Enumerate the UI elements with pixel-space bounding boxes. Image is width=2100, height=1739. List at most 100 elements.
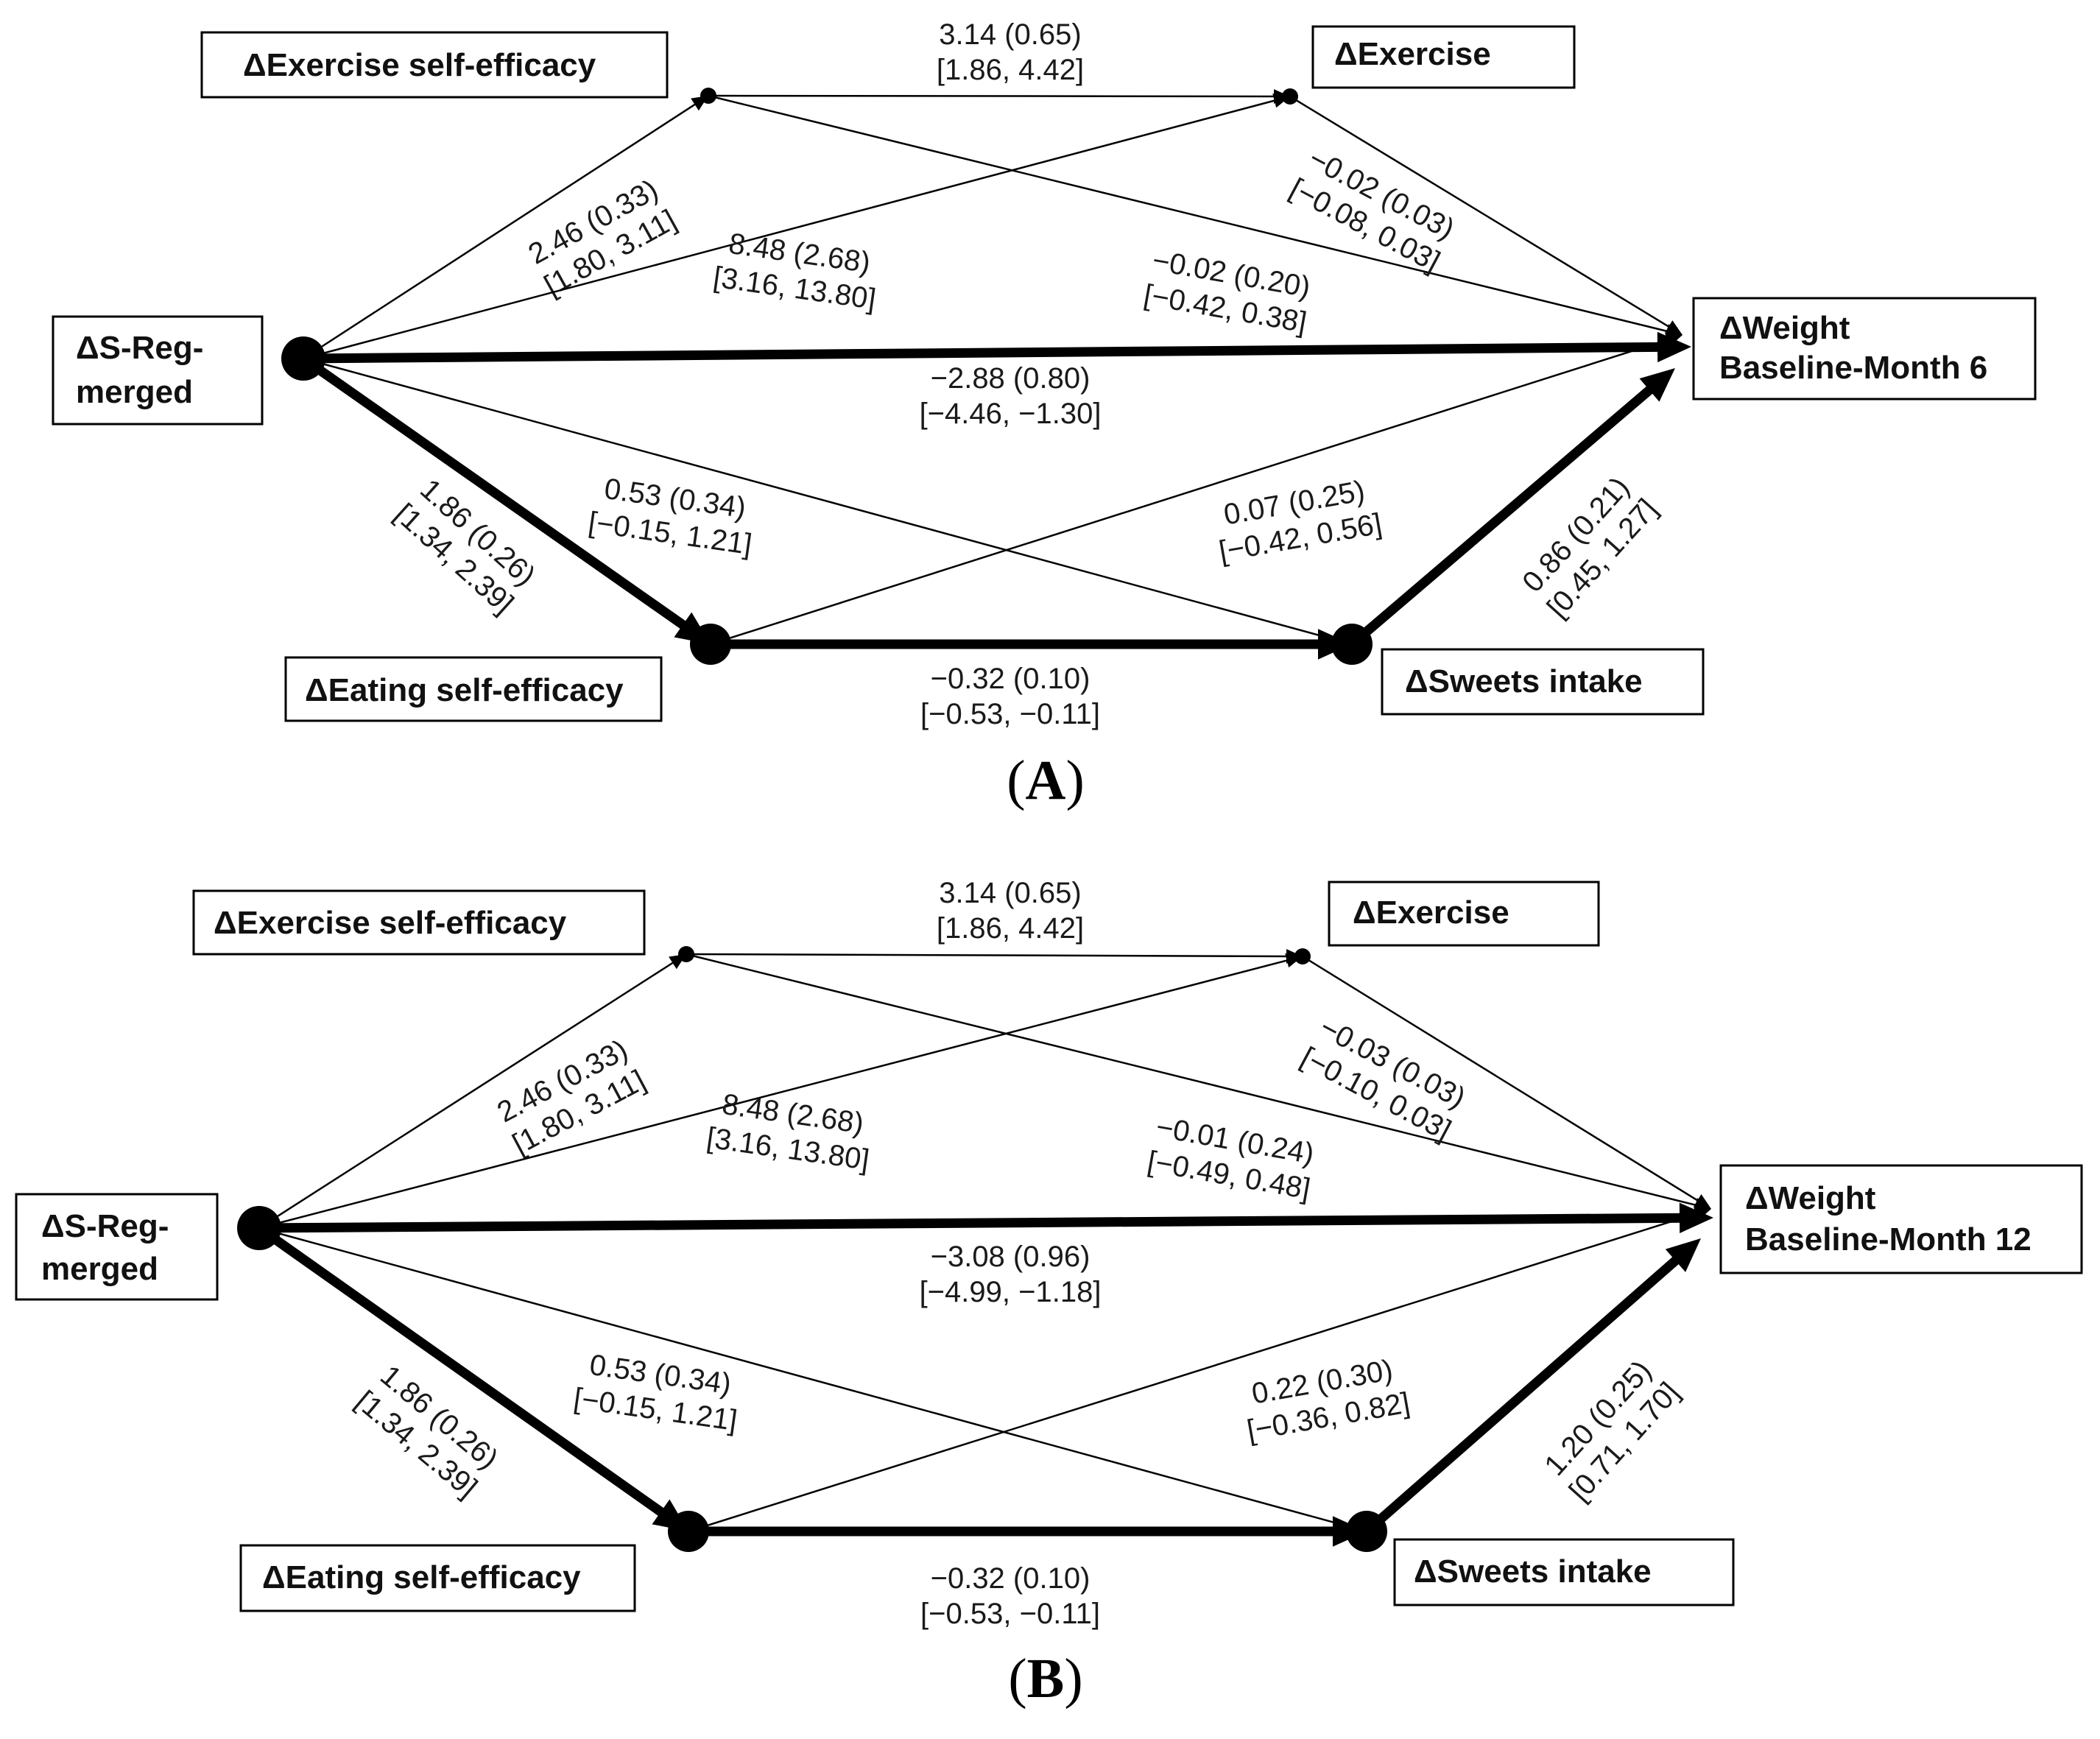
- path-arrow-eatse-to-weight: [688, 1210, 1702, 1533]
- path-label-sreg-to-eatse: 1.86 (0.26)[1.34, 2.39]: [350, 1359, 504, 1504]
- path-arrow-exse-to-ex: [686, 953, 1293, 958]
- node-label: ΔWeight: [1745, 1180, 1876, 1216]
- node-label: ΔSweets intake: [1405, 663, 1643, 699]
- path-label-exse-to-ex: 3.14 (0.65)[1.86, 4.42]: [937, 877, 1084, 945]
- arrowhead-ex-to-weight: [1694, 1194, 1711, 1209]
- path-confidence-interval: [1.86, 4.42]: [937, 912, 1084, 945]
- node-label: ΔExercise: [1334, 36, 1491, 72]
- arrowhead-ex-to-weight: [1665, 320, 1683, 335]
- path-arrow-sreg-to-ex: [258, 958, 1294, 1230]
- path-arrow-sreg-to-eatse: [256, 1224, 675, 1524]
- node-dot-exse: [678, 946, 694, 962]
- node-dot-ex: [1294, 948, 1311, 964]
- node-dot-exse: [700, 88, 716, 104]
- arrowhead-sreg-to-weight: [1679, 1202, 1713, 1234]
- panel-b: 2.46 (0.33)[1.80, 3.11] 8.48 (2.68)[3.16,…: [15, 877, 2083, 1710]
- node-box-sreg: ΔS-Reg-merged: [15, 1193, 219, 1301]
- path-coefficient: 3.14 (0.65): [939, 877, 1081, 909]
- node-box-exse: ΔExercise self-efficacy: [192, 889, 646, 956]
- path-label-sweets-to-weight: 1.20 (0.25)[0.71, 1.70]: [1538, 1355, 1685, 1508]
- path-label-sreg-to-ex: 8.48 (2.68)[3.16, 13.80]: [711, 227, 878, 316]
- path-coefficient: 3.14 (0.65): [939, 18, 1081, 51]
- node-box-eatse: ΔEating self-efficacy: [239, 1544, 636, 1612]
- path-arrow-ex-to-weight: [1289, 95, 1675, 331]
- node-label: ΔExercise: [1353, 895, 1509, 931]
- node-label: merged: [41, 1251, 158, 1287]
- node-box-border: [200, 31, 669, 99]
- node-box-border: [1692, 297, 2037, 401]
- node-box-border: [1393, 1538, 1735, 1606]
- node-box-border: [192, 889, 646, 956]
- node-box-eatse: ΔEating self-efficacy: [284, 656, 663, 722]
- path-label-eatse-to-weight: 0.07 (0.25)[−0.42, 0.56]: [1216, 475, 1384, 568]
- path-label-exse-to-weight: −0.02 (0.20)[−0.42, 0.38]: [1141, 244, 1313, 339]
- path-label-sreg-to-exse: 2.46 (0.33)[1.80, 3.11]: [523, 173, 681, 302]
- path-label-sreg-to-eatse: 1.86 (0.26)[1.34, 2.39]: [388, 473, 541, 620]
- path-label-sreg-to-weight: −3.08 (0.96)[−4.99, −1.18]: [920, 1241, 1102, 1308]
- node-dot-eatse: [668, 1511, 709, 1552]
- path-coefficient: −0.32 (0.10): [931, 663, 1090, 695]
- panel-a: 2.46 (0.33)[1.80, 3.11] 8.48 (2.68)[3.16,…: [52, 18, 2037, 811]
- node-box-ex: ΔExercise: [1328, 881, 1600, 947]
- arrowhead-exse-to-ex: [1286, 949, 1303, 964]
- node-dot-sweets: [1331, 624, 1373, 665]
- panel-label: (A): [1007, 749, 1085, 811]
- node-dot-sweets: [1346, 1511, 1387, 1552]
- path-arrow-sreg-to-exse: [303, 100, 701, 360]
- path-confidence-interval: [−0.53, −0.11]: [920, 698, 1100, 730]
- node-label: ΔExercise self-efficacy: [243, 47, 596, 83]
- path-arrow-exse-to-weight: [708, 94, 1674, 334]
- node-label: ΔEating self-efficacy: [305, 672, 624, 708]
- panel-label: (B): [1008, 1648, 1082, 1710]
- path-arrow-sreg-to-weight: [303, 342, 1671, 364]
- path-label-sreg-to-sweets: 0.53 (0.34)[−0.15, 1.21]: [586, 473, 753, 561]
- path-label-sreg-to-weight: −2.88 (0.80)[−4.46, −1.30]: [920, 362, 1102, 430]
- node-dot-sreg: [237, 1206, 281, 1250]
- path-label-ex-to-weight: −0.02 (0.03)[−0.08, 0.03]: [1285, 142, 1460, 278]
- path-arrow-sreg-to-sweets: [303, 357, 1343, 643]
- node-label: ΔExercise self-efficacy: [214, 905, 567, 941]
- path-label-exse-to-weight: −0.01 (0.24)[−0.49, 0.48]: [1145, 1111, 1317, 1206]
- path-arrow-sweets-to-weight: [1363, 1248, 1689, 1535]
- node-box-sweets: ΔSweets intake: [1381, 648, 1705, 716]
- path-arrow-sreg-to-sweets: [258, 1227, 1358, 1530]
- path-label-eatse-to-weight: 0.22 (0.30)[−0.36, 0.82]: [1244, 1354, 1412, 1447]
- node-label: Baseline-Month 6: [1719, 350, 1987, 386]
- node-dot-sreg: [281, 336, 325, 381]
- path-arrow-exse-to-weight: [686, 953, 1702, 1208]
- node-box-border: [52, 315, 264, 426]
- path-label-ex-to-weight: −0.03 (0.03)[−0.10, 0.03]: [1296, 1011, 1471, 1147]
- node-box-border: [1381, 648, 1705, 716]
- path-arrow-sreg-to-exse: [258, 959, 679, 1230]
- node-dot-ex: [1282, 88, 1298, 105]
- node-dot-eatse: [690, 624, 731, 665]
- node-label: ΔS-Reg-: [41, 1208, 169, 1244]
- path-label-exse-to-ex: 3.14 (0.65)[1.86, 4.42]: [937, 18, 1084, 86]
- path-arrow-sreg-to-weight: [258, 1213, 1694, 1233]
- node-label: ΔS-Reg-: [76, 330, 203, 366]
- node-box-border: [1719, 1164, 2083, 1274]
- node-box-sreg: ΔS-Reg-merged: [52, 315, 264, 426]
- node-box-border: [284, 656, 663, 722]
- arrowhead-eatse-to-weight: [1665, 333, 1683, 348]
- path-confidence-interval: [−4.46, −1.30]: [920, 398, 1102, 430]
- path-label-sreg-to-ex: 8.48 (2.68)[3.16, 13.80]: [705, 1088, 871, 1177]
- arrowhead-eatse-to-weight: [1694, 1207, 1711, 1221]
- path-arrow-sweets-to-weight: [1348, 377, 1663, 648]
- arrowhead-sweets-to-weight: [1639, 368, 1675, 402]
- node-label: ΔWeight: [1719, 310, 1850, 346]
- path-coefficient: −0.32 (0.10): [931, 1562, 1090, 1595]
- node-label: ΔSweets intake: [1414, 1553, 1652, 1590]
- arrowhead-sweets-to-weight: [1665, 1238, 1701, 1272]
- path-coefficient: −2.88 (0.80): [931, 362, 1090, 395]
- path-confidence-interval: [1.86, 4.42]: [937, 54, 1084, 86]
- node-label: Baseline-Month 12: [1745, 1221, 2032, 1257]
- path-confidence-interval: [−4.99, −1.18]: [920, 1276, 1102, 1308]
- path-arrow-ex-to-weight: [1302, 955, 1704, 1205]
- path-arrow-eatse-to-weight: [710, 336, 1674, 646]
- node-box-border: [239, 1544, 636, 1612]
- path-label-sreg-to-exse: 2.46 (0.33)[1.80, 3.11]: [492, 1034, 651, 1161]
